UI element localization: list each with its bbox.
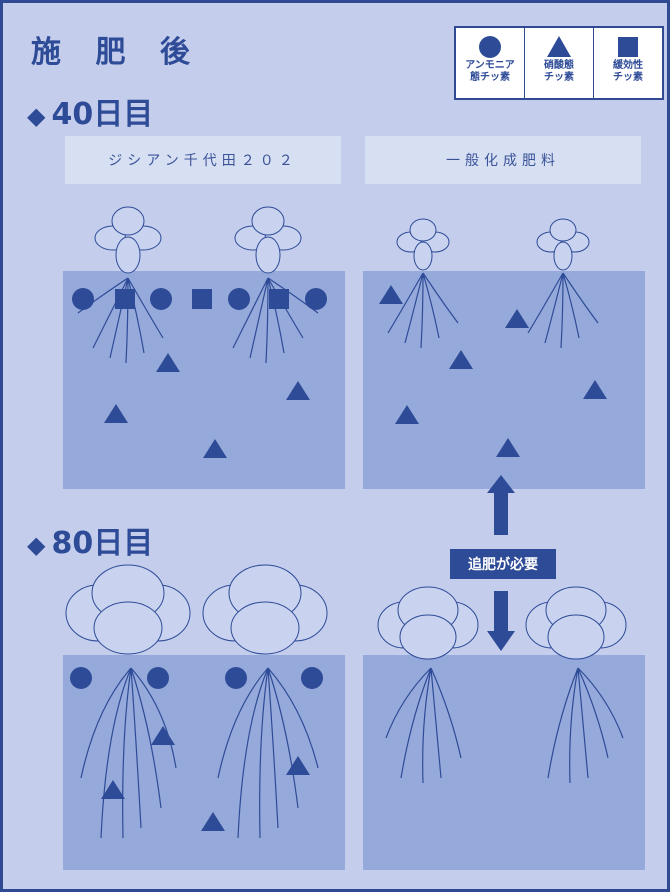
diamond-icon: ◆ [27,102,46,130]
ammonium-marker [225,667,247,689]
section-40-label: 40日目 [51,97,154,132]
ammonium-marker [70,667,92,689]
nitrate-marker [379,285,403,304]
nitrate-marker [583,380,607,399]
legend-ammonium: アンモニア 態チッ素 [456,28,525,98]
nitrate-marker [505,309,529,328]
arrows [487,475,515,651]
diamond-icon: ◆ [27,531,46,559]
legend-label-nitrate: 硝酸態 チッ素 [544,60,574,83]
section-80-days: ◆80日目 [27,518,153,562]
nitrate-marker [151,726,175,745]
triangle-icon [547,36,571,57]
nitrate-marker [286,756,310,775]
illustration-layer [65,206,627,839]
legend-label-ammonium: アンモニア 態チッ素 [465,60,515,83]
square-icon [618,37,638,57]
plant-seedlings [94,206,590,274]
plant-heads [65,564,627,660]
ammonium-marker [147,667,169,689]
nitrate-marker [201,812,225,831]
topdressing-callout: 追肥が必要 [450,549,556,579]
ammonium-marker [150,288,172,310]
slow-release-marker [192,289,212,309]
legend-slow-release: 緩効性 チッ素 [594,28,662,98]
ammonium-marker [301,667,323,689]
legend: アンモニア 態チッ素 硝酸態 チッ素 緩効性 チッ素 [454,26,664,100]
nitrate-marker [203,439,227,458]
column-header-right: 一般化成肥料 [365,136,641,184]
ammonium-marker [305,288,327,310]
nitrate-marker [449,350,473,369]
section-40-days: ◆40日目 [27,89,153,133]
slow-release-marker [269,289,289,309]
nitrate-marker [156,353,180,372]
nitrate-marker [395,405,419,424]
arrow-down-icon [487,591,515,651]
nitrate-marker [101,780,125,799]
section-80-label: 80日目 [51,526,154,561]
arrow-up-icon [487,475,515,535]
column-header-left: ジシアン千代田２０２ [65,136,341,184]
legend-nitrate: 硝酸態 チッ素 [525,28,594,98]
nitrate-marker [286,381,310,400]
legend-label-slow-release: 緩効性 チッ素 [613,60,643,83]
page-title: 施 肥 後 [31,35,202,70]
nitrate-marker [104,404,128,423]
slow-release-marker [115,289,135,309]
circle-icon [479,36,501,58]
nitrate-marker [496,438,520,457]
ammonium-marker [228,288,250,310]
fertilizer-markers [70,285,607,831]
roots [77,272,624,839]
ammonium-marker [72,288,94,310]
